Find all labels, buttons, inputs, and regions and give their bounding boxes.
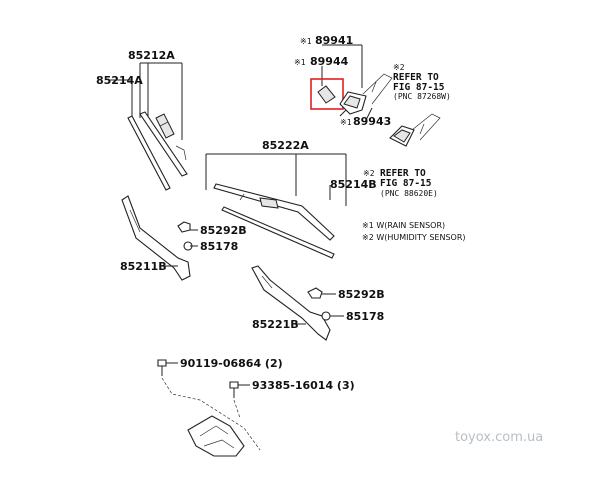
part-85292b-left: 85292B [200,224,247,237]
ref1-line1: REFER TO [393,72,439,83]
part-85221b: 85221B [252,318,299,331]
ref1-line3: (PNC 87268W) [393,92,451,101]
part-85212a: 85212A [128,49,175,62]
mark-humidity-2: ※2 [363,169,375,178]
part-85222a: 85222A [262,139,309,152]
ref1-line2: FIG 87-15 [393,82,445,93]
part-85178-right: 85178 [346,310,384,323]
mark-rain-1: ※1 [300,37,312,46]
note-humidity-sensor: ※2 W(HUMIDITY SENSOR) [362,233,466,242]
bolts [157,359,239,398]
part-85211b: 85211B [120,260,167,273]
ref2-line1: REFER TO [380,168,426,179]
part-93385-16014: 93385-16014 (3) [252,379,355,392]
ref2-line2: FIG 87-15 [380,178,432,189]
wiper-linkage [161,377,261,457]
mark-rain-2: ※1 [294,58,306,67]
part-90119-06864: 90119-06864 (2) [180,357,283,370]
part-85214a: 85214A [96,74,143,87]
highlight-box [310,78,344,110]
leader-lines [165,107,373,386]
ref2-line3: (PNC 88620E) [380,189,438,198]
part-85292b-right: 85292B [338,288,385,301]
left-wiper-arm [121,195,193,281]
watermark: toyox.com.ua [455,430,543,445]
note-rain-sensor: ※1 W(RAIN SENSOR) [362,221,445,230]
sensor-assembly [310,44,441,147]
mark-rain-3: ※1 [340,118,352,127]
right-wiper-arm [251,265,331,341]
mark-humidity-1: ※2 [393,63,405,72]
part-89944: 89944 [310,55,349,68]
left-wiper-blade [108,62,188,191]
right-wiper-blade [205,153,347,259]
part-89941: 89941 [315,34,353,47]
part-89943: 89943 [353,115,391,128]
part-85214b: 85214B [330,178,377,191]
part-85178-left: 85178 [200,240,238,253]
